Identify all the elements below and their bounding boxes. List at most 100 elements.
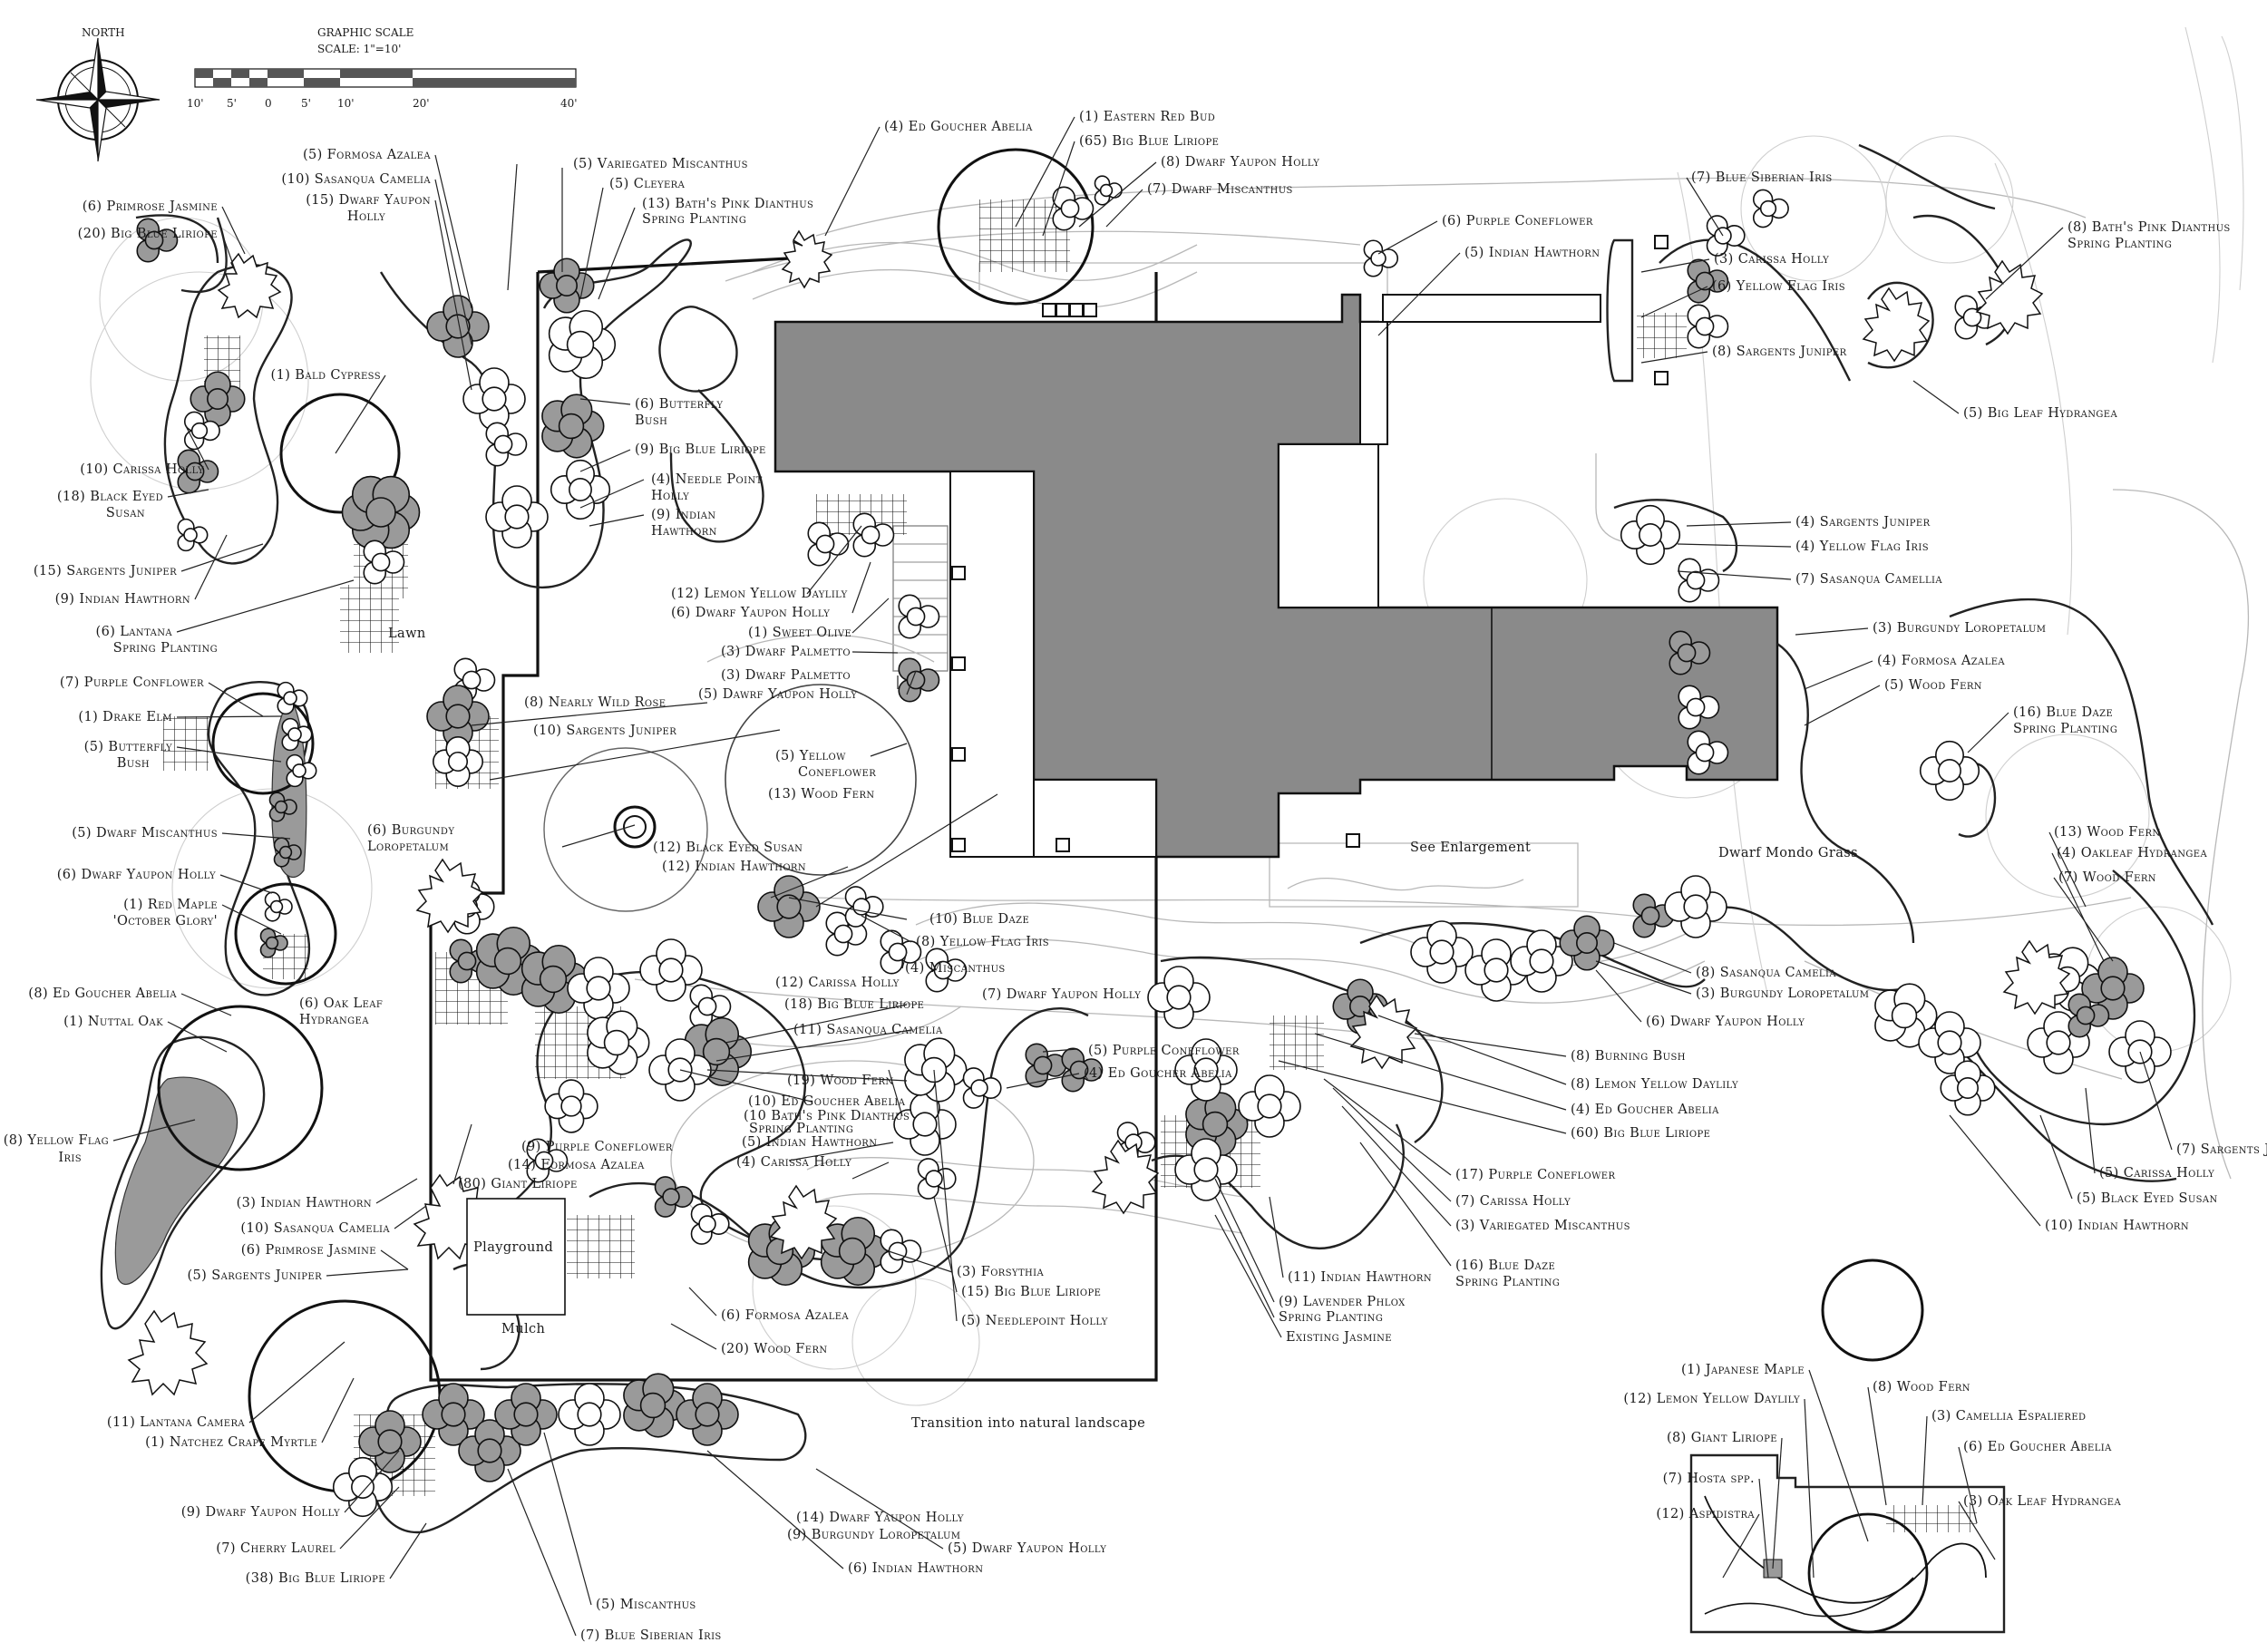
plant-label: Spring Planting	[1455, 1275, 1560, 1289]
leader-line	[489, 729, 781, 781]
plant-label: (1) Drake Elm	[78, 710, 172, 724]
plant-label: (16) Blue Daze	[1455, 1258, 1555, 1273]
shrub-cluster	[462, 367, 526, 431]
leader-lines	[112, 116, 2173, 1637]
leader-line	[434, 179, 472, 345]
leader-line	[176, 715, 282, 718]
plant-label: (1) Eastern Red Bud	[1079, 110, 1215, 124]
plant-label: Hawthorn	[651, 524, 717, 539]
leader-line	[219, 874, 273, 894]
leader-line	[1214, 1196, 1275, 1318]
leader-line	[1042, 1048, 1078, 1053]
plant-label: (6) Butterfly	[635, 397, 723, 412]
plant-label: (6) Dwarf Yaupon Holly	[57, 868, 216, 882]
plant-label: (4) Carissa Holly	[736, 1155, 851, 1170]
shrub-cluster	[548, 309, 617, 380]
leader-line	[221, 904, 282, 935]
shrub-cluster	[844, 886, 884, 928]
shrub-cluster	[136, 218, 179, 263]
plant-label: (7) Blue Siberian Iris	[1691, 170, 1833, 185]
plant-label: (6) Dwarf Yaupon Holly	[1646, 1015, 1805, 1029]
plant-label: (4) Oakleaf Hydrangea	[2057, 846, 2207, 860]
leader-line	[851, 651, 899, 654]
plant-label: (7) Hosta spp.	[1663, 1472, 1755, 1486]
shrub-cluster	[689, 984, 732, 1029]
shrub-cluster	[332, 1456, 394, 1518]
leader-line	[670, 1323, 717, 1350]
leader-line	[579, 187, 604, 300]
plant-label: (9) Indian Hawthorn	[55, 592, 190, 607]
plant-label: (16) Blue Daze	[2013, 705, 2113, 720]
plant-labels: (6) Primrose Jasmine(20) Big Blue Liriop…	[4, 110, 2267, 1643]
plant-label: (10) Sargents Juniper	[533, 724, 676, 738]
plant-label: (15) Sargents Juniper	[34, 564, 177, 578]
plant-label: (15) Dwarf Yaupon	[306, 193, 431, 208]
shrub-cluster	[433, 735, 484, 788]
leader-line	[1949, 1114, 2041, 1227]
scale-tick: 10'	[187, 97, 204, 110]
scale-tick: 20'	[413, 97, 430, 110]
shrub-cluster	[1940, 1060, 1996, 1116]
leader-line	[579, 449, 631, 472]
scale-tick: 5'	[227, 97, 237, 110]
leader-line	[1686, 521, 1792, 527]
plant-label: (6) Yellow Flag Iris	[1712, 279, 1845, 294]
leader-line	[1595, 960, 1692, 995]
shrub-cluster	[2068, 993, 2110, 1038]
shrub-cluster	[1052, 186, 1095, 231]
leader-line	[321, 1377, 355, 1443]
plant-label: (8) Bath's Pink Dianthus	[2068, 220, 2231, 235]
plant-label: (5) Cleyera	[609, 177, 686, 191]
leader-line	[1314, 1033, 1567, 1111]
leader-line	[788, 1142, 894, 1161]
leader-line	[1015, 116, 1075, 228]
leader-line	[2051, 852, 2105, 962]
plant-label: (7) Wood Fern	[2058, 870, 2156, 885]
leader-line	[1772, 1437, 1783, 1569]
plant-label: (7) Purple Conflower	[60, 675, 204, 690]
plant-label: (6) Dwarf Yaupon Holly	[671, 606, 830, 620]
plant-label: (1) Natchez Crape Myrtle	[145, 1435, 317, 1450]
plant-label: (12) Aspidistra	[1656, 1507, 1755, 1521]
leader-line	[1278, 1060, 1567, 1134]
shrub-cluster	[676, 1383, 739, 1446]
shrub-cluster	[190, 371, 246, 427]
shrub-cluster	[544, 1079, 598, 1133]
plant-label: Holly	[651, 489, 689, 503]
plant-label: (18) Black Eyed	[57, 490, 163, 504]
plant-label: (5) Variegated Miscanthus	[573, 157, 748, 171]
shrub-cluster	[494, 1383, 558, 1446]
north-label: NORTH	[82, 26, 125, 39]
leader-line	[167, 489, 209, 498]
scale-tick: 10'	[337, 97, 355, 110]
leader-line	[788, 897, 908, 920]
leader-line	[339, 1486, 400, 1550]
leader-line	[770, 866, 849, 899]
leader-line	[1804, 660, 1873, 690]
shrub-cluster	[1174, 1038, 1238, 1102]
leader-line	[1958, 1446, 1978, 1524]
shrub-cluster	[426, 295, 490, 358]
shrub-cluster	[485, 485, 549, 549]
plant-label: (5) Sargents Juniper	[188, 1268, 323, 1283]
leader-line	[1214, 1178, 1275, 1303]
leader-line	[221, 832, 291, 840]
leader-line	[471, 702, 708, 726]
shrub-cluster	[286, 753, 317, 788]
shrub-cluster	[264, 891, 293, 922]
shrub-cluster	[363, 539, 405, 585]
plant-label: (9) Burgundy Loropetalum	[787, 1528, 960, 1542]
leader-line	[452, 1123, 472, 1185]
scale-tick: 5'	[301, 97, 311, 110]
leader-line	[1922, 1415, 1928, 1506]
shrub-cluster	[1687, 258, 1729, 304]
leader-line	[888, 1250, 953, 1273]
plant-label: (20) Wood Fern	[721, 1342, 828, 1356]
plant-label: (4) Yellow Flag Iris	[1795, 539, 1929, 554]
leader-line	[1640, 286, 1708, 318]
leader-line	[851, 598, 890, 634]
leader-line	[1341, 1105, 1452, 1227]
shrub-cluster	[757, 875, 821, 938]
shrub-cluster	[639, 938, 703, 1002]
plant-label: (7) Cherry Laurel	[216, 1541, 336, 1556]
